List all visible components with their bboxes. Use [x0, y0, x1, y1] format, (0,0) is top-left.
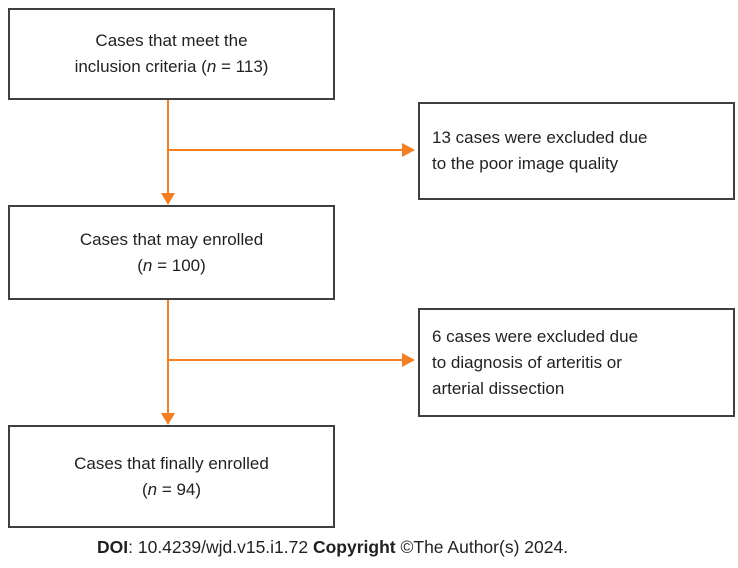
box-inclusion-line1: Cases that meet the: [95, 31, 248, 50]
box-may-enrolled: Cases that may enrolled (n = 100): [8, 205, 335, 300]
box-finally-enrolled: Cases that finally enrolled (n = 94): [8, 425, 335, 528]
copyright-label: Copyright: [312, 537, 396, 557]
excluded-quality-line1: 13 cases were excluded due: [432, 128, 648, 147]
doi-label: DOI: [97, 537, 129, 557]
box-inclusion-criteria: Cases that meet the inclusion criteria (…: [8, 8, 335, 100]
box-finally-enrolled-n: n: [147, 479, 158, 499]
connector-line-horizontal-2: [168, 359, 402, 361]
box-inclusion-line2: inclusion criteria (n = 113): [10, 54, 333, 80]
connector-line-vertical-2: [167, 300, 169, 413]
box-may-enrolled-line2-post: = 100): [152, 255, 206, 275]
excluded-quality-line2: to the poor image quality: [432, 154, 619, 173]
box-may-enrolled-line2-pre: (: [137, 255, 143, 275]
box-excluded-arteritis: 6 cases were excluded due to diagnosis o…: [418, 308, 735, 417]
excluded-arteritis-line3: arterial dissection: [432, 378, 565, 398]
excluded-arteritis-line2: to diagnosis of arteritis or: [432, 352, 622, 372]
box-inclusion-n: n: [206, 57, 217, 76]
box-finally-enrolled-line2-post: = 94): [157, 479, 202, 499]
box-may-enrolled-line1: Cases that may enrolled: [79, 229, 264, 249]
connector-line-horizontal-1: [168, 149, 402, 151]
box-finally-enrolled-line2: (n = 94): [10, 477, 333, 503]
box-excluded-image-quality: 13 cases were excluded due to the poor i…: [418, 102, 735, 200]
box-inclusion-line2-post: = 113): [216, 57, 269, 76]
copyright-value: ©The Author(s) 2024.: [395, 537, 569, 557]
box-finally-enrolled-line1: Cases that finally enrolled: [74, 453, 269, 473]
doi-copyright-line: DOI: 10.4239/wjd.v15.i1.72 Copyright ©Th…: [97, 537, 568, 558]
doi-value: : 10.4239/wjd.v15.i1.72: [128, 537, 313, 557]
arrow-right-icon-2: [402, 353, 415, 367]
box-may-enrolled-line2: (n = 100): [10, 253, 333, 279]
excluded-arteritis-line1: 6 cases were excluded due: [432, 326, 639, 346]
arrow-down-icon-1: [161, 193, 175, 205]
box-may-enrolled-n: n: [142, 255, 153, 275]
box-inclusion-line2-pre: inclusion criteria (: [74, 57, 207, 76]
arrow-down-icon-2: [161, 413, 175, 425]
arrow-right-icon-1: [402, 143, 415, 157]
box-finally-enrolled-line2-pre: (: [141, 479, 148, 499]
connector-line-vertical-1: [167, 100, 169, 195]
